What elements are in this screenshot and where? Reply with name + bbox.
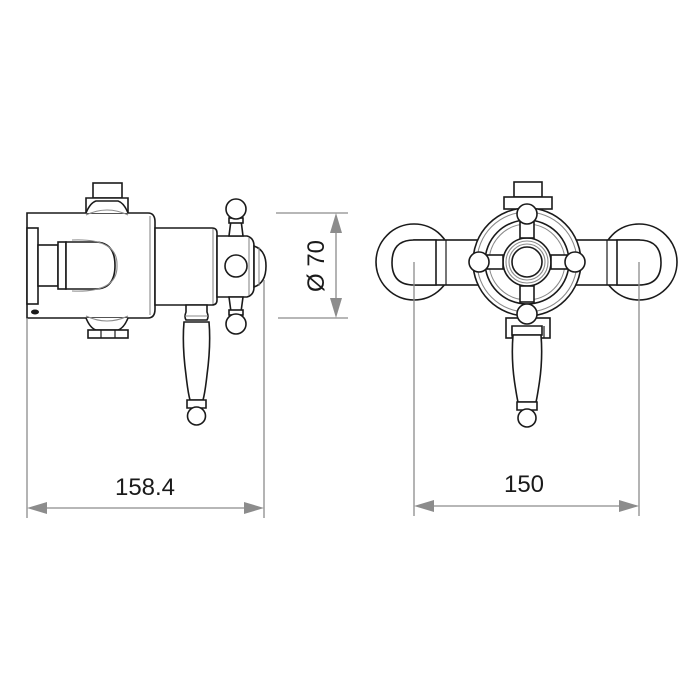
diameter-label: Ø 70 bbox=[303, 240, 330, 292]
diameter-dimension: Ø 70 bbox=[276, 212, 348, 319]
screw-icon bbox=[31, 309, 39, 315]
front-view bbox=[375, 181, 678, 428]
front-view-dimension: 150 bbox=[413, 262, 640, 516]
front-width-label: 150 bbox=[504, 471, 544, 498]
side-view bbox=[26, 182, 267, 426]
side-view-dimension: 158.4 bbox=[26, 280, 265, 518]
side-width-label: 158.4 bbox=[115, 474, 175, 501]
